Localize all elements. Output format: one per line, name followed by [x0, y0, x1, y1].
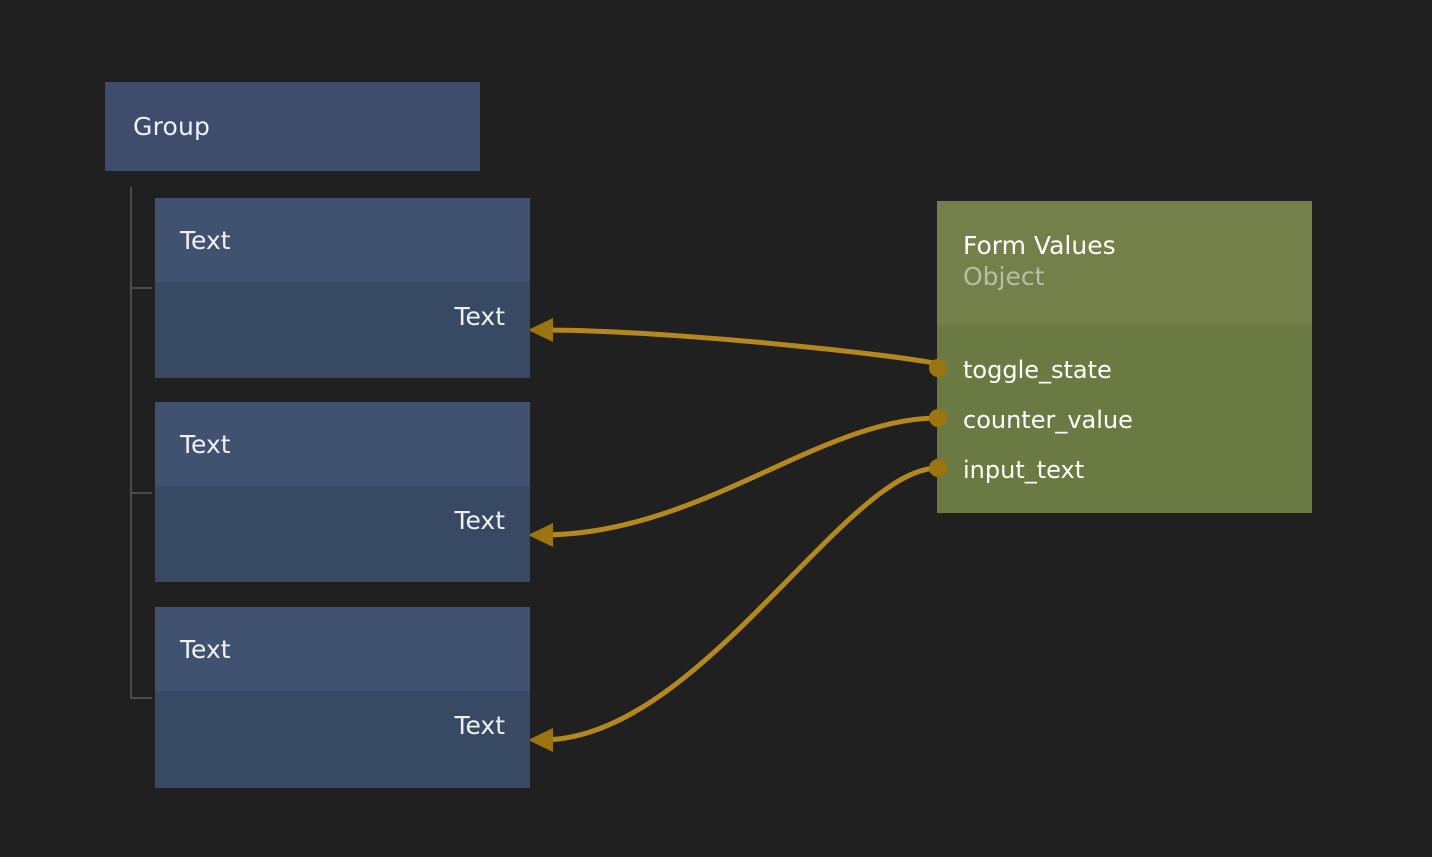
blue-node-3-input-port-label[interactable]: Text	[454, 711, 505, 740]
blue-node-3-body: Text	[155, 691, 530, 788]
object-node-header: Form Values Object	[937, 201, 1312, 325]
tree-stub-line-1	[130, 287, 152, 289]
object-port-row-counter-value[interactable]: counter_value	[937, 395, 1312, 445]
group-node[interactable]: Group	[105, 82, 480, 171]
blue-node-2[interactable]: Text Text	[155, 402, 530, 582]
blue-node-1-body: Text	[155, 282, 530, 378]
blue-node-1-title: Text	[180, 225, 231, 255]
edge-input-text-to-text-3	[528, 465, 941, 752]
blue-node-3-title: Text	[180, 634, 231, 664]
edge-counter-value-to-text-2	[528, 415, 941, 547]
edge-path	[539, 415, 941, 538]
object-node-form-values[interactable]: Form Values Object toggle_state counter_…	[937, 201, 1312, 513]
blue-node-2-header: Text	[155, 402, 530, 486]
blue-node-1-header: Text	[155, 198, 530, 282]
tree-stub-line-3	[130, 697, 152, 699]
object-port-row-input-text[interactable]: input_text	[937, 445, 1312, 495]
object-node-body: toggle_state counter_value input_text	[937, 325, 1312, 513]
edge-toggle-state-to-text-1	[528, 318, 951, 371]
object-node-title: Form Values	[963, 231, 1116, 260]
blue-node-1[interactable]: Text Text	[155, 198, 530, 378]
blue-node-2-title: Text	[180, 429, 231, 459]
blue-node-2-body: Text	[155, 486, 530, 582]
edge-arrowhead	[528, 318, 553, 342]
edge-path	[539, 465, 941, 743]
blue-node-3[interactable]: Text Text	[155, 607, 530, 788]
edge-arrowhead	[528, 523, 553, 547]
blue-node-1-input-port-label[interactable]: Text	[454, 301, 505, 331]
blue-node-2-input-port-label[interactable]: Text	[454, 505, 505, 535]
blue-node-3-header: Text	[155, 607, 530, 691]
tree-stub-line-2	[130, 492, 152, 494]
object-port-label-counter-value: counter_value	[963, 406, 1133, 434]
object-port-label-toggle-state: toggle_state	[963, 356, 1112, 384]
edge-arrowhead	[528, 728, 553, 752]
port-dot-counter-value[interactable]	[929, 409, 947, 427]
object-port-row-toggle-state[interactable]: toggle_state	[937, 345, 1312, 395]
tree-trunk-line	[130, 187, 132, 699]
object-port-label-input-text: input_text	[963, 456, 1085, 484]
edge-path	[539, 327, 951, 371]
object-node-subtitle: Object	[963, 261, 1045, 291]
port-dot-input-text[interactable]	[929, 459, 947, 477]
port-dot-toggle-state[interactable]	[929, 359, 947, 377]
group-node-title: Group	[133, 112, 211, 141]
